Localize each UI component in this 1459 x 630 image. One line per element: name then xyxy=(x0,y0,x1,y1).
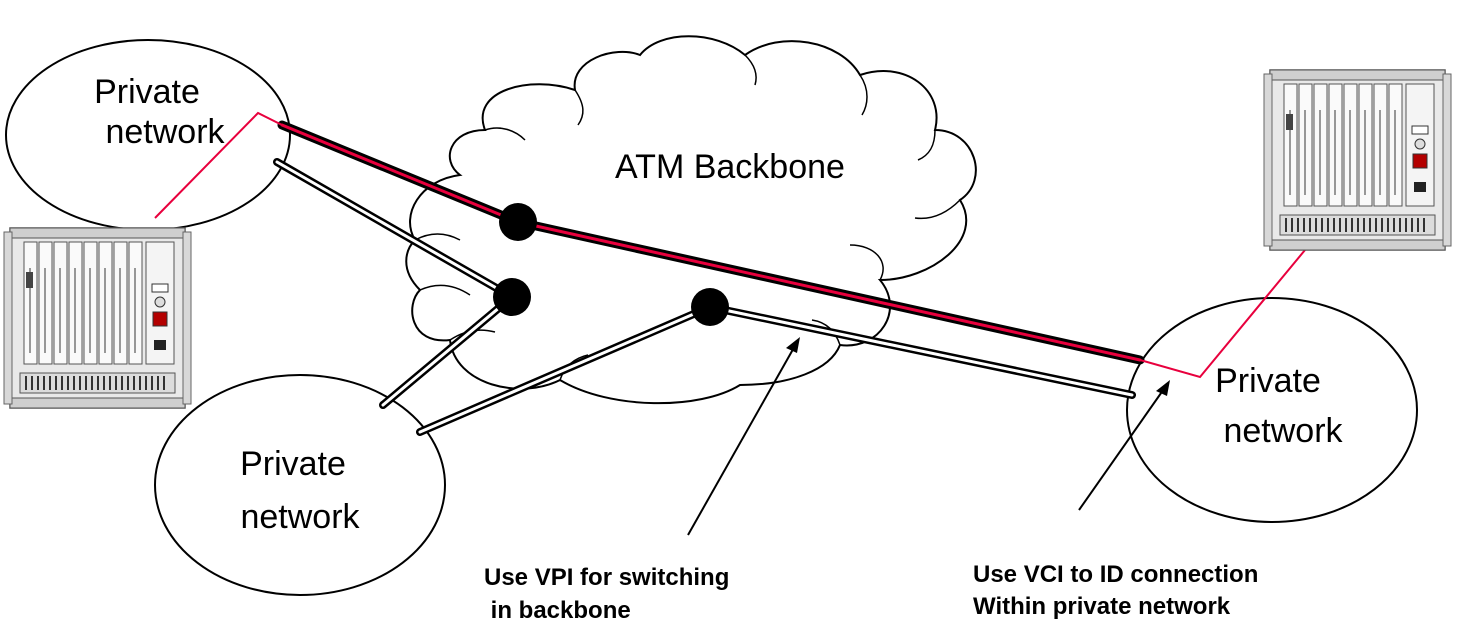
network-label-bottom-left-line1: Private xyxy=(240,445,346,483)
network-label-top-left-line2: network xyxy=(105,113,225,151)
vpi-note-line2: in backbone xyxy=(484,597,631,624)
arrow-head-icon xyxy=(786,337,800,353)
backbone-label: ATM Backbone xyxy=(615,148,845,186)
annotation-arrows xyxy=(687,337,1170,536)
network-label-right-line2: network xyxy=(1223,412,1343,450)
vci-note-line1: Use VCI to ID connection xyxy=(973,561,1258,588)
switch-node-2 xyxy=(493,278,531,316)
atm-switch-rack-icon xyxy=(1263,69,1452,251)
private-network-right xyxy=(1126,297,1418,523)
network-label-top-left-line1: Private xyxy=(94,73,200,111)
private-network-bottom-left xyxy=(154,374,446,596)
network-label-right-line1: Private xyxy=(1215,362,1321,400)
atm-switch-rack-icon xyxy=(3,227,192,409)
switch-node-3 xyxy=(691,288,729,326)
network-label-bottom-left-line2: network xyxy=(240,498,360,536)
vpi-note-line1: Use VPI for switching xyxy=(484,564,729,591)
arrow-head-icon xyxy=(1156,380,1170,396)
switch-node-1 xyxy=(499,203,537,241)
vci-note-line2: Within private network xyxy=(973,593,1231,620)
